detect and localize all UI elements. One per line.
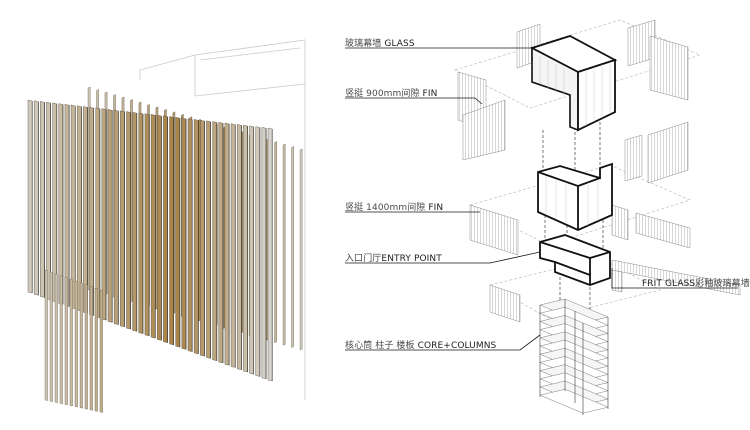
fin-array-front (27, 99, 273, 413)
fin-front (255, 126, 261, 377)
fin-front (40, 101, 45, 298)
fin-back (299, 148, 303, 351)
label-glass-en: GLASS (384, 39, 415, 49)
fin-front (52, 102, 58, 303)
fin-front (101, 108, 107, 321)
fin-back (274, 141, 277, 344)
glass-volume (529, 35, 618, 132)
leader-entry (345, 251, 541, 264)
label-fin-900-cn: 竖挺 900mm间隙 (345, 89, 420, 99)
frit-glass-panels (489, 259, 741, 323)
label-core-en: CORE+COLUMNS (417, 341, 497, 351)
fin-front (64, 104, 70, 307)
label-frit-en: FRIT GLASS (642, 279, 696, 289)
fin-lower (99, 289, 103, 413)
fin-facade-perspective (27, 39, 306, 413)
label-entry-cn: 入口门厅 (345, 254, 382, 264)
leader-lines (345, 47, 738, 351)
fin-back (282, 143, 286, 346)
fin-front (224, 122, 230, 366)
label-core: 核心筒 柱子 楼板 CORE+COLUMNS (345, 338, 496, 351)
fin-panels-mid (469, 121, 691, 256)
fin-lower (64, 277, 68, 406)
label-frit-cn: 彩釉玻璃幕墙 (695, 279, 750, 289)
fin-lower (74, 280, 78, 408)
fin-back (291, 146, 294, 348)
fin-front (138, 112, 144, 334)
fin-front (89, 106, 95, 316)
fin-lower (49, 271, 53, 402)
fin-front (46, 101, 51, 301)
fin-front (200, 119, 205, 357)
fin-front (169, 116, 175, 346)
fin-lower (54, 273, 58, 403)
ghost-building-outline (139, 39, 306, 400)
core-columns-model (539, 298, 609, 415)
fin-front (95, 107, 101, 319)
fin-front (27, 99, 33, 294)
fin-front (237, 124, 242, 370)
fin-front (113, 109, 119, 325)
fin-front (126, 111, 131, 330)
fin-front (120, 110, 125, 328)
fin-front (144, 113, 150, 337)
exploded-axonometric (454, 19, 741, 415)
fin-front (193, 119, 199, 355)
fin-front (107, 109, 113, 323)
entry-volume (539, 234, 611, 286)
fin-front (58, 103, 64, 305)
label-fin-1400: 竖挺 1400mm间隙 FIN (345, 200, 443, 213)
fin-front (212, 121, 218, 361)
label-entry: 入口门厅ENTRY POINT (345, 251, 442, 264)
fin-front (83, 106, 88, 314)
fin-front (187, 118, 193, 352)
label-fin-900-en: FIN (422, 89, 438, 99)
fin-lower (94, 287, 98, 412)
fin-front (150, 114, 156, 339)
fin-volume (537, 162, 613, 231)
fin-front (157, 114, 162, 341)
fin-front (249, 125, 255, 375)
fin-front (218, 122, 224, 364)
fin-front (181, 117, 187, 350)
label-fin-900: 竖挺 900mm间隙 FIN (345, 86, 437, 99)
fin-lower (79, 282, 83, 409)
fin-front (261, 127, 267, 379)
label-frit: FRIT GLASS彩釉玻璃幕墙 (642, 276, 750, 289)
label-glass: 玻璃幕墙 GLASS (345, 36, 415, 49)
label-glass-cn: 玻璃幕墙 (345, 39, 382, 49)
label-entry-en: ENTRY POINT (381, 254, 442, 264)
fin-front (33, 100, 39, 296)
fin-front (132, 111, 138, 332)
fin-lower (69, 278, 73, 407)
fin-front (206, 120, 211, 359)
fin-front (175, 116, 181, 348)
fin-front (70, 104, 76, 310)
leader-core (345, 334, 541, 351)
fin-lower (84, 284, 88, 410)
label-fin-1400-en: FIN (428, 203, 444, 213)
label-fin-1400-cn: 竖挺 1400mm间隙 (345, 203, 426, 213)
fin-front (77, 105, 82, 312)
label-core-cn: 核心筒 柱子 楼板 (345, 341, 415, 351)
fin-front (267, 127, 273, 382)
fin-front (163, 115, 168, 343)
glass-panels-upper (457, 19, 689, 161)
fin-front (230, 123, 236, 368)
fin-lower (59, 275, 63, 404)
fin-lower (89, 286, 93, 411)
fin-lower (44, 269, 48, 401)
leader-frit (611, 268, 738, 289)
leader-fin-900 (345, 97, 483, 105)
fin-front (243, 124, 248, 373)
